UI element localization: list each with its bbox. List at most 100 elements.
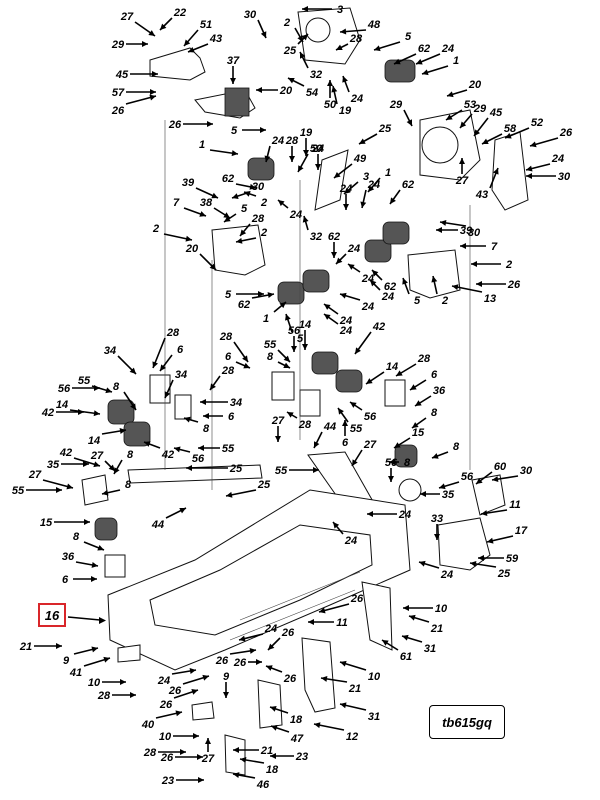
callout-24[interactable]: 24: [323, 303, 352, 327]
callout-5[interactable]: 5: [373, 31, 412, 52]
callout-34[interactable]: 34: [164, 369, 187, 399]
callout-57[interactable]: 57: [112, 87, 156, 99]
callout-27[interactable]: 27: [271, 415, 285, 442]
callout-26[interactable]: 26: [476, 279, 521, 291]
callout-18[interactable]: 18: [269, 706, 303, 726]
callout-3[interactable]: 3: [302, 4, 343, 16]
callout-9[interactable]: 9: [223, 671, 230, 698]
callout-62[interactable]: 62: [222, 173, 257, 190]
callout-47[interactable]: 47: [270, 725, 304, 745]
callout-62[interactable]: 62: [393, 43, 430, 65]
callout-8[interactable]: 8: [389, 457, 411, 469]
callout-28[interactable]: 28: [97, 690, 136, 702]
callout-14[interactable]: 14: [365, 361, 398, 385]
callout-50[interactable]: 50: [324, 80, 337, 111]
callout-59[interactable]: 59: [478, 553, 519, 565]
callout-43[interactable]: 43: [187, 33, 222, 53]
callout-35[interactable]: 35: [420, 489, 455, 501]
callout-8[interactable]: 8: [267, 351, 291, 369]
callout-42[interactable]: 42: [143, 441, 174, 461]
callout-55[interactable]: 55: [337, 407, 363, 435]
callout-11[interactable]: 11: [308, 617, 348, 629]
callout-20[interactable]: 20: [185, 243, 217, 271]
callout-20[interactable]: 20: [446, 79, 482, 98]
callout-45[interactable]: 45: [115, 69, 158, 81]
callout-12[interactable]: 12: [313, 722, 358, 743]
callout-35[interactable]: 35: [47, 459, 89, 471]
callout-39[interactable]: 39: [436, 225, 473, 237]
highlighted-callout-box[interactable]: 16: [38, 603, 66, 627]
callout-29[interactable]: 29: [459, 103, 487, 129]
callout-62[interactable]: 62: [389, 179, 414, 205]
callout-26[interactable]: 26: [318, 593, 364, 614]
callout-28[interactable]: 28: [152, 327, 180, 369]
callout-21[interactable]: 21: [19, 641, 62, 653]
callout-60[interactable]: 60: [475, 461, 507, 485]
callout-24[interactable]: 24: [323, 313, 352, 337]
callout-28[interactable]: 28: [143, 747, 186, 759]
callout-21[interactable]: 21: [320, 675, 361, 695]
callout-6[interactable]: 6: [409, 369, 438, 391]
callout-2[interactable]: 2: [471, 259, 512, 271]
callout-55[interactable]: 55: [275, 465, 319, 477]
callout-49[interactable]: 49: [333, 153, 367, 179]
callout-40[interactable]: 40: [141, 710, 183, 731]
callout-21[interactable]: 21: [408, 614, 443, 635]
callout-50[interactable]: 50: [297, 143, 323, 173]
callout-11[interactable]: 11: [480, 499, 521, 517]
callout-33[interactable]: 33: [431, 513, 443, 540]
callout-31[interactable]: 31: [339, 702, 380, 723]
callout-25[interactable]: 25: [283, 33, 309, 57]
callout-10[interactable]: 10: [339, 660, 381, 683]
callout-24[interactable]: 24: [311, 143, 324, 170]
callout-24[interactable]: 24: [335, 243, 360, 265]
callout-28[interactable]: 28: [239, 213, 265, 237]
callout-54[interactable]: 54: [287, 77, 318, 99]
callout-19[interactable]: 19: [300, 127, 313, 156]
callout-1[interactable]: 1: [421, 55, 459, 76]
callout-24[interactable]: 24: [157, 668, 197, 687]
callout-43[interactable]: 43: [475, 167, 499, 201]
callout-26[interactable]: 26: [168, 119, 213, 131]
callout-28[interactable]: 28: [209, 365, 235, 391]
callout-15[interactable]: 15: [393, 427, 425, 449]
callout-24[interactable]: 24: [277, 199, 302, 221]
callout-17[interactable]: 17: [486, 525, 528, 544]
callout-25[interactable]: 25: [469, 560, 511, 580]
callout-27[interactable]: 27: [90, 450, 116, 472]
callout-24[interactable]: 24: [342, 75, 363, 105]
callout-55[interactable]: 55: [78, 375, 113, 394]
callout-1[interactable]: 1: [263, 301, 287, 325]
callout-45[interactable]: 45: [473, 107, 503, 137]
callout-32[interactable]: 32: [302, 215, 322, 243]
callout-25[interactable]: 25: [225, 479, 271, 498]
callout-6[interactable]: 6: [225, 351, 251, 369]
callout-26[interactable]: 26: [159, 689, 199, 711]
callout-56[interactable]: 56: [385, 457, 398, 482]
callout-26[interactable]: 26: [111, 94, 157, 117]
callout-9[interactable]: 9: [63, 646, 99, 667]
callout-5[interactable]: 5: [402, 277, 421, 307]
callout-62[interactable]: 62: [238, 292, 275, 311]
callout-28[interactable]: 28: [395, 353, 431, 377]
callout-14[interactable]: 14: [56, 399, 101, 417]
callout-3[interactable]: 3: [343, 171, 369, 195]
callout-24[interactable]: 24: [369, 279, 394, 303]
callout-42[interactable]: 42: [59, 447, 101, 468]
callout-8[interactable]: 8: [73, 531, 105, 551]
callout-26[interactable]: 26: [233, 657, 262, 669]
callout-55[interactable]: 55: [12, 485, 62, 497]
callout-25[interactable]: 25: [358, 123, 392, 145]
callout-24[interactable]: 24: [525, 153, 564, 172]
callout-24[interactable]: 24: [332, 521, 357, 547]
callout-8[interactable]: 8: [113, 381, 137, 411]
callout-27[interactable]: 27: [28, 469, 74, 490]
callout-56[interactable]: 56: [173, 446, 205, 465]
callout-7[interactable]: 7: [173, 197, 207, 217]
callout-24[interactable]: 24: [415, 43, 454, 65]
callout-5[interactable]: 5: [225, 289, 264, 301]
callout-24[interactable]: 24: [347, 263, 374, 285]
callout-46[interactable]: 46: [232, 772, 270, 791]
callout-29[interactable]: 29: [111, 39, 148, 51]
callout-29[interactable]: 29: [389, 99, 413, 127]
